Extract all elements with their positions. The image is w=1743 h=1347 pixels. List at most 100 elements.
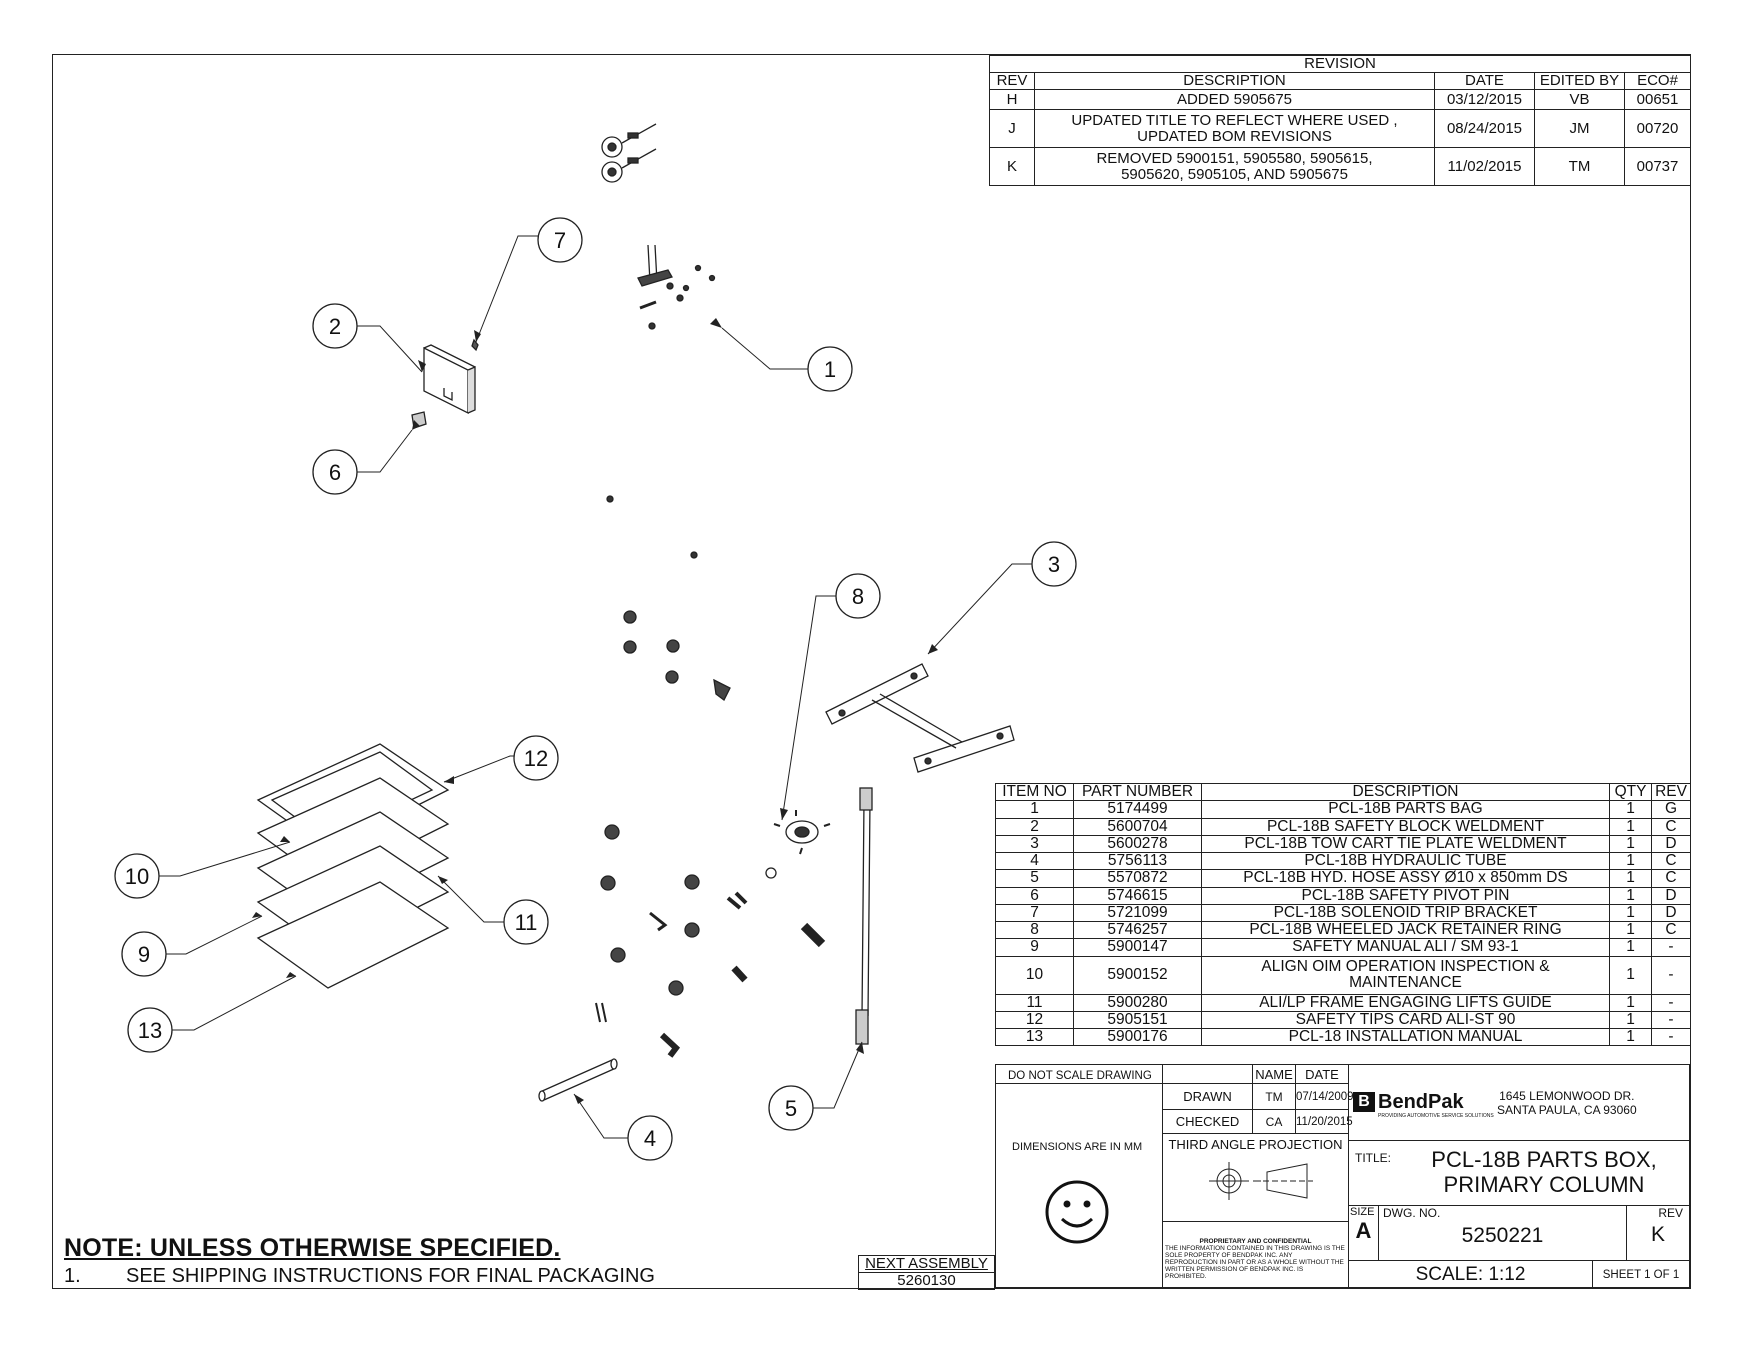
table-cell: PCL-18B TOW CART TIE PLATE WELDMENT [1201,834,1610,854]
balloon-label: 5 [785,1096,797,1121]
note-item: 1. SEE SHIPPING INSTRUCTIONS FOR FINAL PA… [64,1265,655,1288]
balloon-label: 13 [138,1018,162,1043]
table-cell: ALIGN OIM OPERATION INSPECTION & MAINTEN… [1201,955,1610,995]
proprietary-notice: PROPRIETARY AND CONFIDENTIAL THE INFORMA… [1163,1222,1349,1289]
table-cell: 1 [995,800,1074,819]
table-cell: 1 [1609,938,1652,957]
table-cell: PCL-18B HYD. HOSE ASSY Ø10 x 850mm DS [1201,869,1610,888]
dwg-no: 5250221 [1461,1224,1544,1247]
table-cell: 5900280 [1073,993,1202,1012]
table-cell: 1 [1609,869,1652,888]
dimensions-note: DIMENSIONS ARE IN MM [1012,1141,1143,1153]
item-no-header: ITEM NO [995,782,1074,802]
part-number-header: PART NUMBER [1073,782,1202,802]
bill-of-materials-table: ITEM NO PART NUMBER DESCRIPTION QTY REV … [995,782,1691,1047]
title-area: TITLE: PCL-18B PARTS BOX, PRIMARY COLUMN [1349,1141,1689,1206]
table-cell: 5721099 [1073,903,1202,923]
rev-header: REV [1651,782,1691,802]
table-cell: TM [1534,147,1625,186]
balloon-label: 9 [138,942,150,967]
table-cell: 5905151 [1073,1010,1202,1030]
table-cell: 5600278 [1073,834,1202,854]
note-item-number: 1. [64,1265,81,1287]
table-cell: 13 [995,1028,1074,1047]
table-cell: 5746257 [1073,921,1202,940]
table-cell: D [1651,886,1691,905]
company-address: 1645 LEMONWOOD DR. SANTA PAULA, CA 93060 [1497,1089,1637,1117]
table-cell: PCL-18B PARTS BAG [1201,800,1610,819]
table-cell: 08/24/2015 [1434,109,1535,148]
note-item-text: SEE SHIPPING INSTRUCTIONS FOR FINAL PACK… [126,1265,655,1287]
balloon-11: 11 [503,899,549,945]
balloon-9: 9 [121,931,167,977]
table-cell: 7 [995,903,1074,923]
size-box: SIZE A [1349,1206,1379,1261]
table-cell: 1 [1609,955,1652,995]
table-cell: 1 [1609,800,1652,819]
drawn-date: 07/14/2009 [1296,1084,1354,1110]
balloon-label: 12 [524,746,548,771]
next-assembly-box: NEXT ASSEMBLY 5260130 [858,1255,995,1290]
notes-heading: NOTE: UNLESS OTHERWISE SPECIFIED. [64,1234,561,1262]
table-cell: - [1651,955,1691,995]
table-cell: K [989,147,1035,186]
company-area: B BendPak PROVIDING AUTOMOTIVE SERVICE S… [1349,1065,1689,1141]
title-label: TITLE: [1355,1151,1392,1165]
rev-value: K [1650,1223,1665,1246]
table-cell: 2 [995,817,1074,836]
table-cell: 10 [995,955,1074,995]
drawn-label: DRAWN [1163,1084,1253,1110]
balloon-7: 7 [537,217,583,263]
table-cell: SAFETY MANUAL ALI / SM 93-1 [1201,938,1610,957]
table-cell: ADDED 5905675 [1034,89,1435,110]
table-cell: 12 [995,1010,1074,1030]
table-cell: 1 [1609,1010,1652,1030]
table-cell: 5900152 [1073,955,1202,995]
table-cell: C [1651,817,1691,836]
table-cell: C [1651,921,1691,940]
checked-name: CA [1253,1110,1296,1134]
balloon-label: 8 [852,584,864,609]
table-cell: 5756113 [1073,852,1202,871]
table-cell: J [989,109,1035,148]
dwg-no-box: DWG. NO. 5250221 [1379,1206,1627,1261]
safety-block-weldment [423,344,476,415]
balloon-label: 2 [329,314,341,339]
balloon-13: 13 [127,1007,173,1053]
hydraulic-hose [855,787,873,1045]
table-cell: JM [1534,109,1625,148]
table-cell: D [1651,834,1691,854]
balloon-5: 5 [768,1085,814,1131]
table-cell: - [1651,938,1691,957]
revision-title: REVISION [988,55,1692,73]
table-cell: 1 [1609,852,1652,871]
table-cell: 5570872 [1073,869,1202,888]
size-value: A [1355,1218,1372,1243]
table-cell: H [989,89,1035,110]
table-cell: - [1651,993,1691,1012]
table-cell: ALI/LP FRAME ENGAGING LIFTS GUIDE [1201,993,1610,1012]
table-cell: 1 [1609,834,1652,854]
title-block: DO NOT SCALE DRAWING DIMENSIONS ARE IN M… [995,1064,1690,1289]
table-cell: 9 [995,938,1074,957]
table-cell: C [1651,869,1691,888]
table-cell: 5746615 [1073,886,1202,905]
table-cell: 00737 [1623,147,1692,186]
date-header: DATE [1434,72,1535,90]
balloon-label: 7 [554,228,566,253]
table-cell: PCL-18 INSTALLATION MANUAL [1201,1028,1610,1047]
rev-box: REV K [1627,1206,1689,1261]
balloon-label-1: 1 [824,357,836,382]
balloon-6: 6 [312,449,358,495]
table-cell: G [1651,800,1691,819]
scale-label: SCALE: 1:12 [1349,1261,1593,1289]
